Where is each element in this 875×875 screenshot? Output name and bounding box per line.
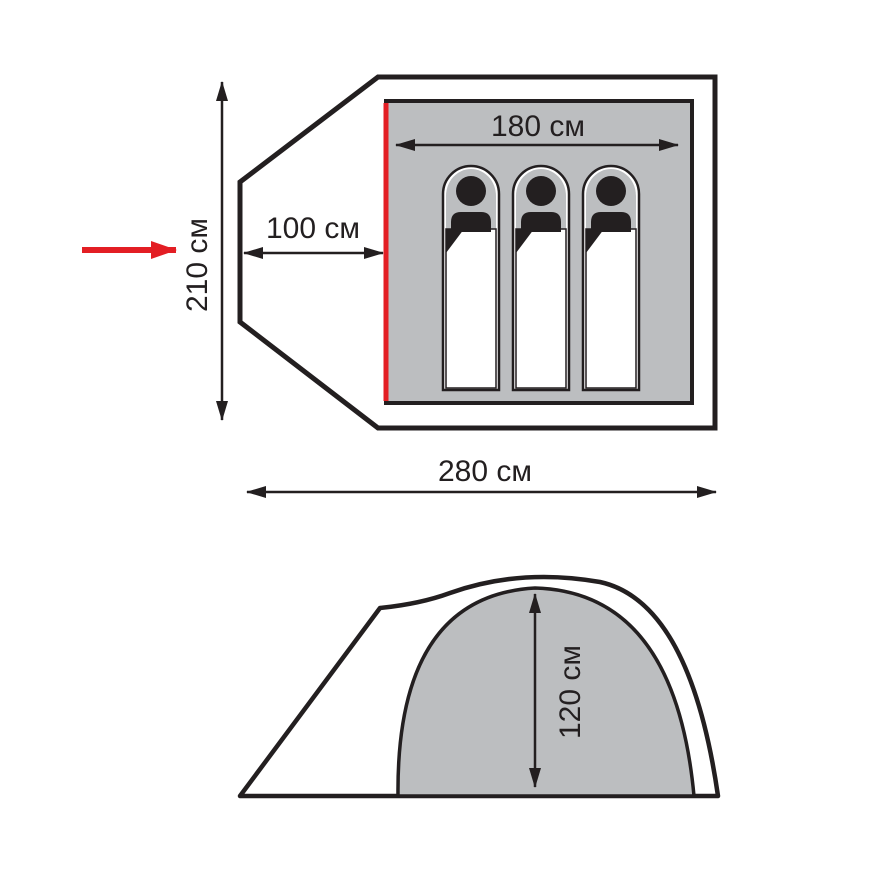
side-view: 120 см bbox=[237, 574, 721, 799]
vestibule-depth-label: 100 см bbox=[266, 212, 360, 245]
floor-plan: 180 см 100 см 210 см 280 см bbox=[82, 74, 718, 498]
side-inner-tent bbox=[396, 586, 696, 798]
inner-width-label: 180 см bbox=[491, 110, 585, 143]
sleeping-place-3 bbox=[581, 164, 641, 392]
overall-width-label: 280 см bbox=[438, 455, 532, 488]
person-head-icon bbox=[596, 176, 626, 206]
inner-height-label: 120 см bbox=[554, 645, 587, 739]
person-head-icon bbox=[526, 176, 556, 206]
sleeping-place-1 bbox=[441, 164, 501, 392]
sleeping-places bbox=[441, 164, 641, 392]
overall-height-label: 210 см bbox=[181, 218, 214, 312]
sleeping-place-2 bbox=[511, 164, 571, 392]
person-head-icon bbox=[456, 176, 486, 206]
